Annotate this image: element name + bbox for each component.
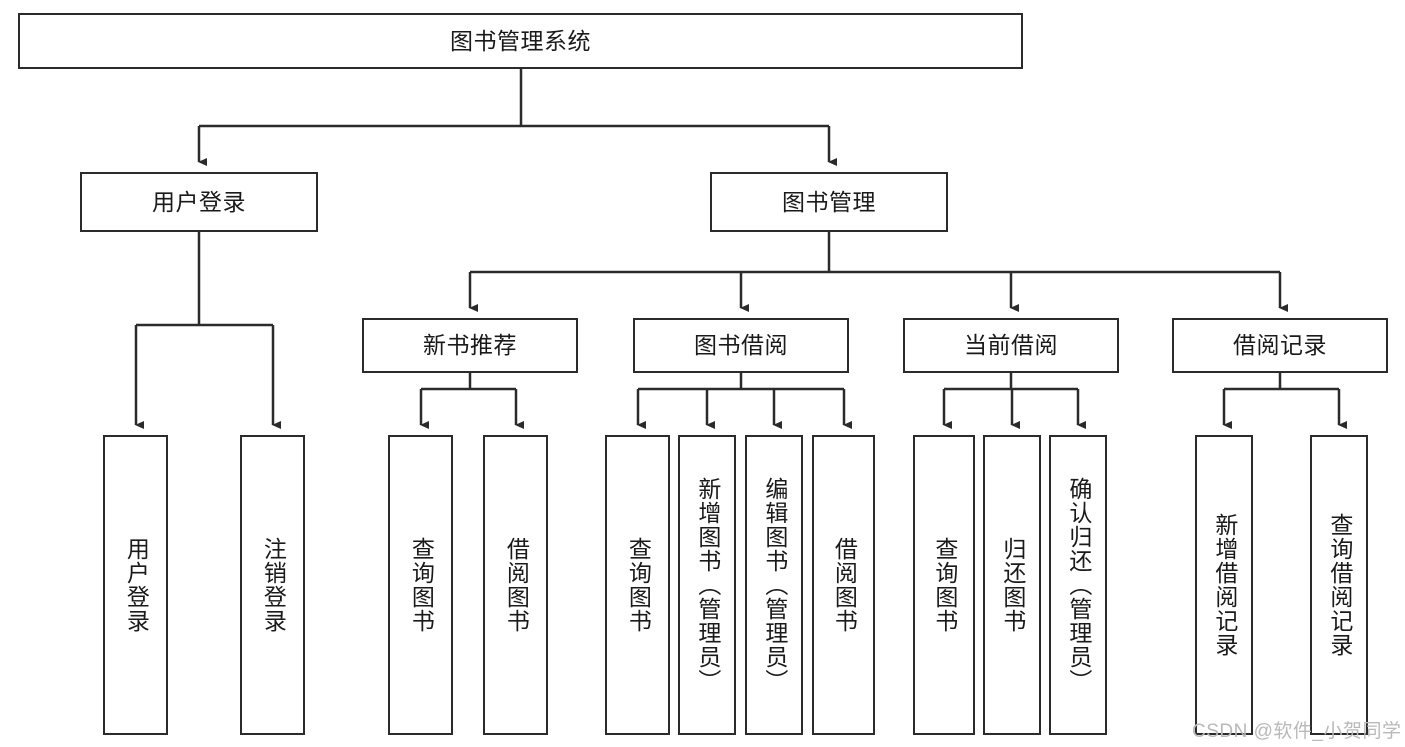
node-label: 图书管理系统 [450,27,591,54]
node-label: 借阅图书 [831,537,858,633]
node-label: 查询图书 [408,537,435,633]
node-leaf-4[interactable]: 借阅图书 [483,435,548,735]
node-label: 查询图书 [625,537,652,633]
node-leaf-6[interactable]: 新增图书（管理员） [678,435,736,735]
node-leaf-10[interactable]: 归还图书 [983,435,1041,735]
node-label: 查询借阅记录 [1326,513,1353,657]
node-user-login[interactable]: 用户登录 [80,172,318,232]
node-label: 用户登录 [123,537,150,633]
node-label: 编辑图书（管理员） [761,477,788,693]
node-label: 新增图书（管理员） [694,477,721,693]
node-leaf-3[interactable]: 查询图书 [388,435,453,735]
node-label: 借阅图书 [503,537,530,633]
node-book-borrow[interactable]: 图书借阅 [633,318,849,373]
csdn-watermark: CSDN @软件_小贺同学 [1192,721,1402,742]
node-root[interactable]: 图书管理系统 [18,13,1023,69]
node-leaf-8[interactable]: 借阅图书 [812,435,875,735]
node-label: 归还图书 [999,537,1026,633]
node-leaf-7[interactable]: 编辑图书（管理员） [745,435,803,735]
node-label: 确认归还（管理员） [1065,477,1092,693]
node-leaf-2[interactable]: 注销登录 [240,435,305,735]
node-label: 新书推荐 [423,332,517,359]
node-label: 图书借阅 [694,332,788,359]
node-leaf-9[interactable]: 查询图书 [913,435,975,735]
node-book-manage[interactable]: 图书管理 [710,172,948,232]
node-leaf-1[interactable]: 用户登录 [103,435,168,735]
node-label: 图书管理 [782,188,876,215]
node-borrow-record[interactable]: 借阅记录 [1172,318,1388,373]
node-label: 新增借阅记录 [1211,513,1238,657]
node-label: 用户登录 [152,188,246,215]
node-label: 当前借阅 [964,332,1058,359]
node-leaf-5[interactable]: 查询图书 [605,435,670,735]
node-leaf-13[interactable]: 查询借阅记录 [1310,435,1368,735]
node-new-book-rec[interactable]: 新书推荐 [362,318,578,373]
node-label: 借阅记录 [1233,332,1327,359]
node-current-borrow[interactable]: 当前借阅 [903,318,1119,373]
node-leaf-11[interactable]: 确认归还（管理员） [1049,435,1107,735]
node-label: 注销登录 [260,537,287,633]
node-label: 查询图书 [931,537,958,633]
node-leaf-12[interactable]: 新增借阅记录 [1195,435,1253,735]
